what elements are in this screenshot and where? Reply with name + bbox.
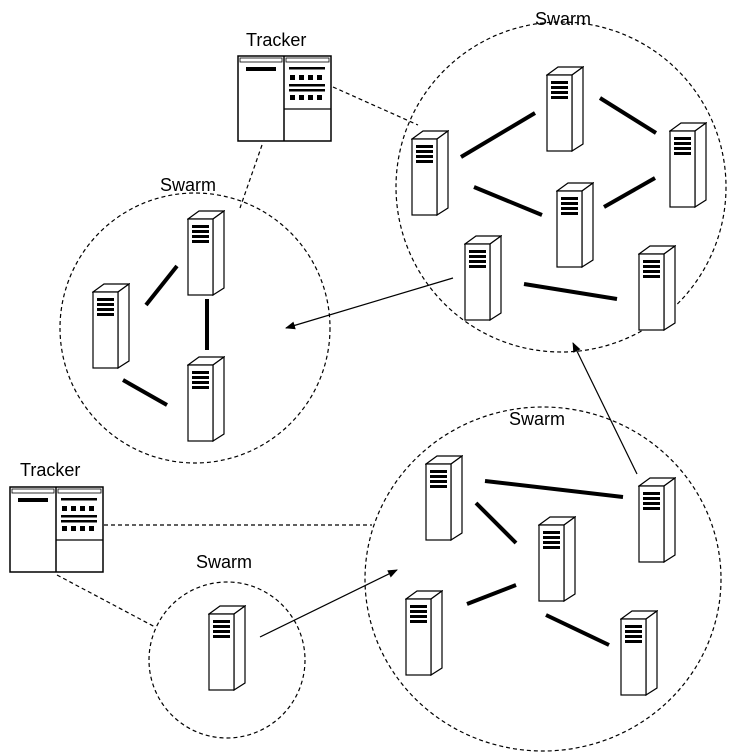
tracker-link-small-swarm [56,574,156,628]
server-tower-icon [669,122,707,208]
tracker-server-icon [237,55,332,142]
swarm-label-left: Swarm [160,175,216,195]
server-tower-icon [546,66,584,152]
swarm-label-top-right: Swarm [535,9,591,29]
tracker-label-top: Tracker [246,30,306,50]
peer-link [484,479,624,499]
server-tower-icon [425,455,463,541]
swarm-boundary-top-right [395,21,727,353]
server-tower-icon [638,245,676,331]
migration-arrow-to-left-swarm [285,277,454,330]
tracker-server-icon [9,486,104,573]
peer-link [122,378,168,407]
swarm-boundary-bottom-right [364,406,722,752]
tracker-link-top-swarm [332,86,419,126]
server-tower-icon [638,477,676,563]
server-tower-icon [464,235,502,321]
peer-link [473,185,543,217]
peer-link [545,613,610,647]
server-tower-icon [411,130,449,216]
migration-arrow-to-top-swarm [572,342,638,475]
server-tower-icon [538,516,576,602]
swarm-label-bottom-right: Swarm [509,409,565,429]
tracker-link-left-swarm [239,144,263,209]
server-tower-icon [405,590,443,676]
server-tower-icon [92,283,130,369]
migration-arrow-to-bottom-swarm [259,569,398,638]
tracker-label-bottom: Tracker [20,460,80,480]
peer-link [459,111,537,159]
server-tower-icon [187,210,225,296]
server-tower-icon [620,610,658,696]
server-tower-icon [208,605,246,691]
swarm-boundary-small [148,581,306,739]
peer-link [466,583,517,606]
peer-link [474,501,518,545]
peer-link [598,96,658,135]
peer-link [523,282,618,301]
swarm-boundary-left [59,192,331,464]
peer-link [144,264,179,307]
swarm-label-small: Swarm [196,552,252,572]
peer-link [603,176,656,209]
server-tower-icon [556,182,594,268]
server-tower-icon [187,356,225,442]
